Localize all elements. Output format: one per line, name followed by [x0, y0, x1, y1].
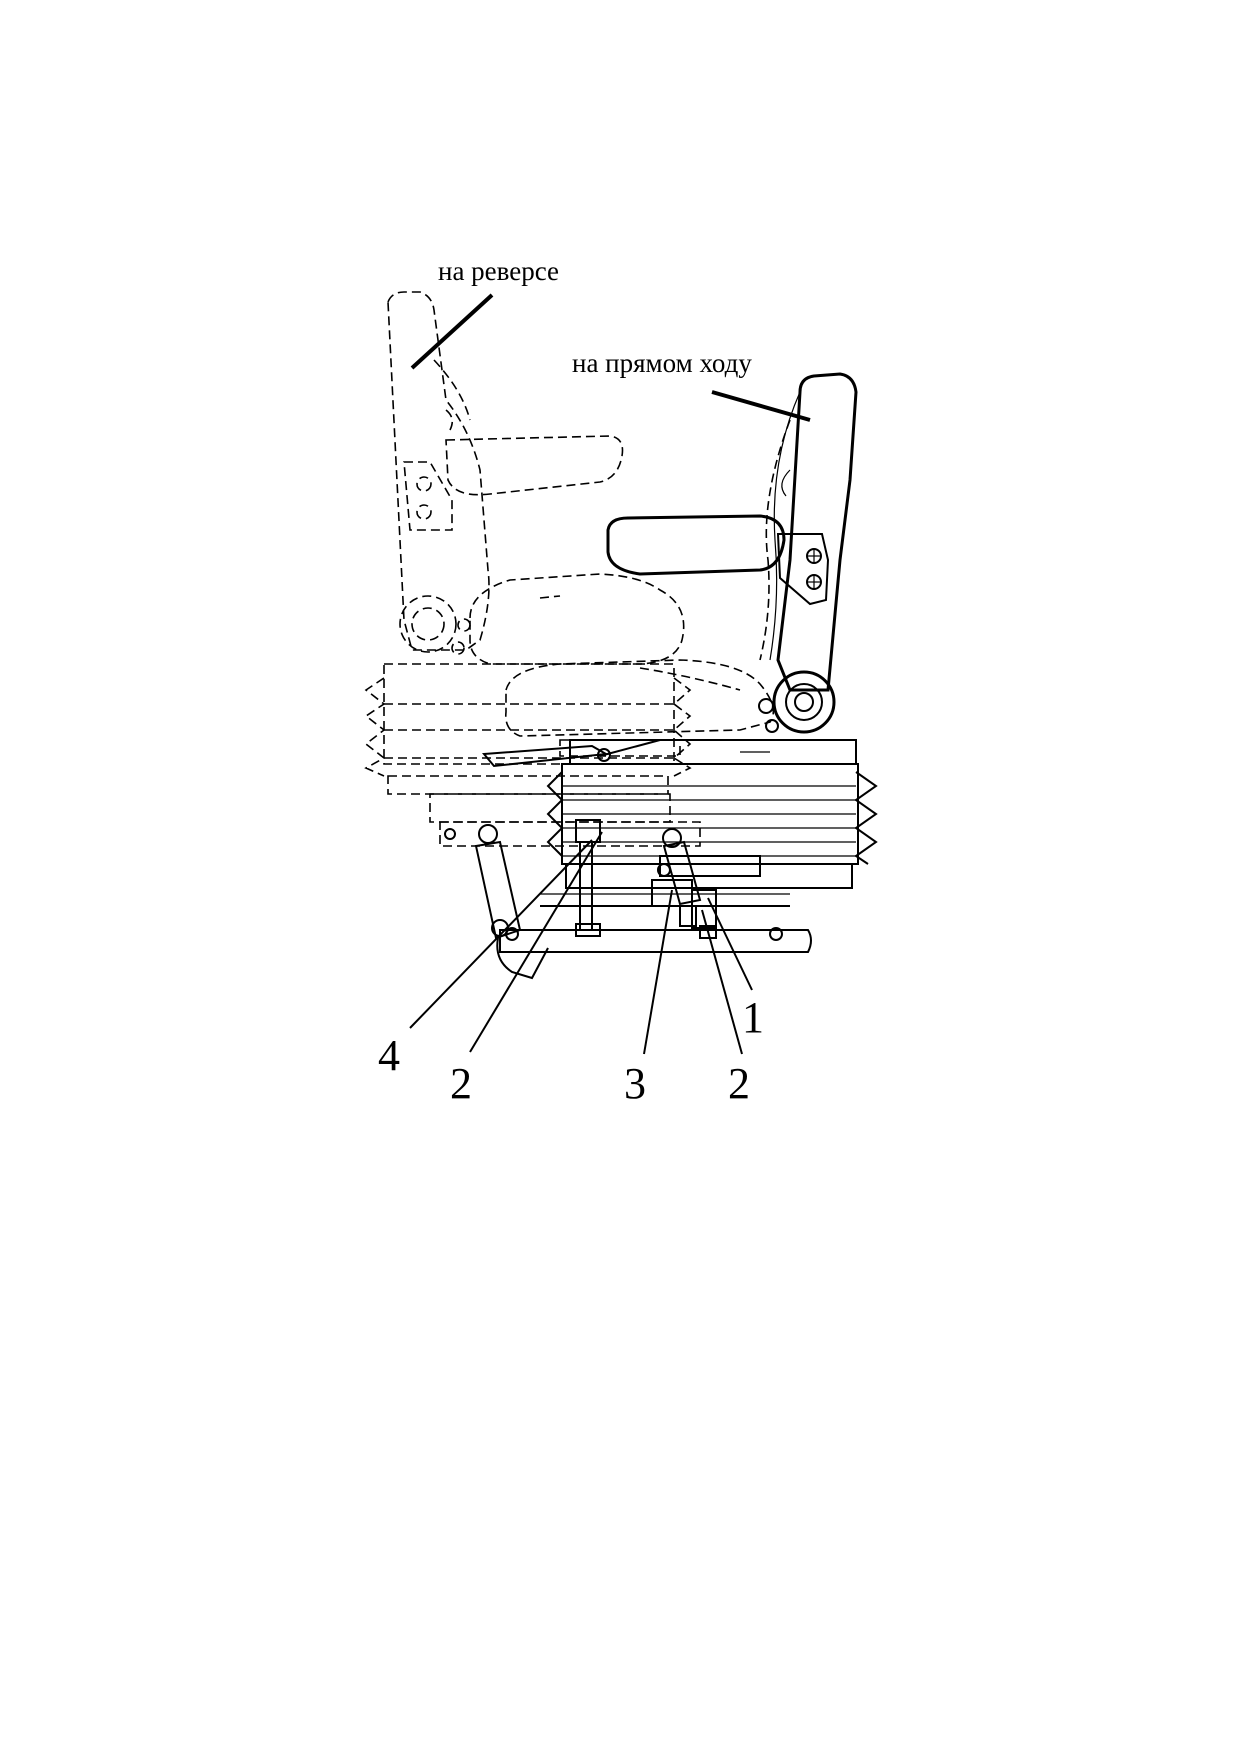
- lower-bellows: [546, 739, 878, 889]
- label-reverse: на реверсе: [438, 256, 559, 286]
- callout-1: 1: [742, 993, 764, 1042]
- seat-forward-position: [504, 372, 858, 737]
- leader-forward: [711, 390, 811, 422]
- callout-leaders: [409, 831, 753, 1055]
- base-mechanism: [439, 819, 812, 980]
- adjustment-lever: [481, 739, 681, 768]
- callout-3: 3: [624, 1059, 646, 1108]
- callout-2-right: 2: [728, 1059, 750, 1108]
- seat-reverse-position: [387, 291, 685, 665]
- callout-4: 4: [378, 1031, 400, 1080]
- leader-reverse: [410, 293, 494, 370]
- callout-2-left: 2: [450, 1059, 472, 1108]
- upper-bellows: [364, 663, 692, 823]
- label-forward: на прямом ходу: [572, 348, 752, 378]
